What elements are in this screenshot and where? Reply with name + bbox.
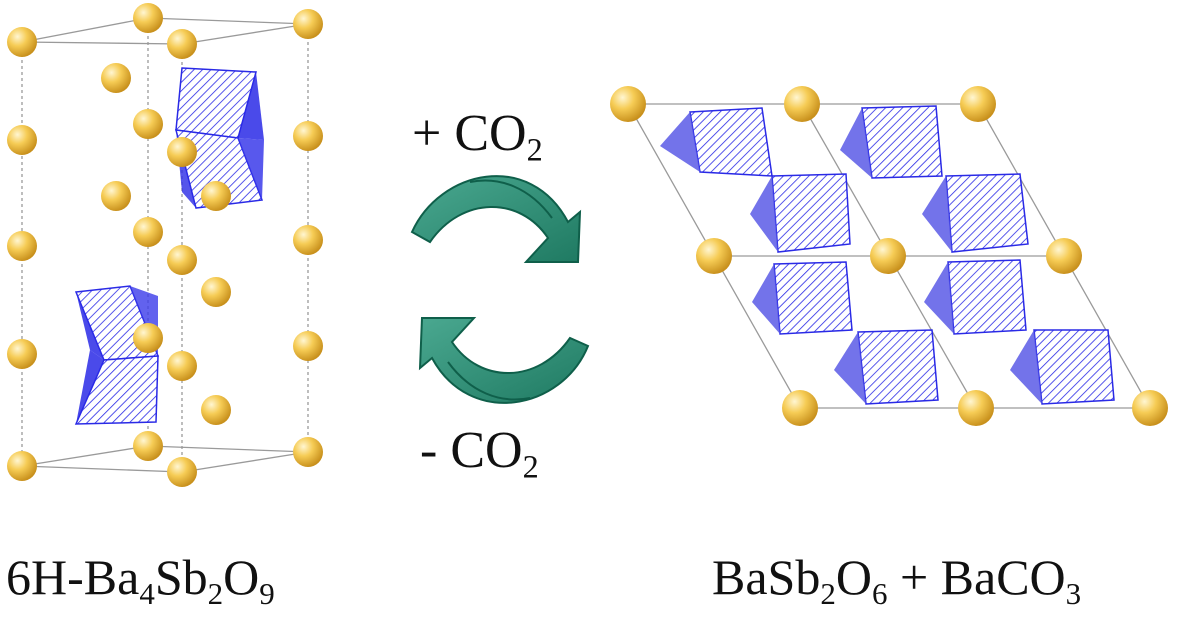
formula-subscript: 6 — [871, 575, 888, 611]
octahedron-upper — [174, 67, 264, 209]
right-crystal-structure — [610, 86, 1168, 426]
formula-subscript: 4 — [139, 575, 155, 611]
right-formula-label: BaSb2O6 + BaCO3 — [712, 549, 1081, 609]
formula-subscript: 2 — [820, 575, 836, 611]
barium-atoms-right — [610, 86, 1168, 426]
barium-atoms-left — [7, 3, 323, 487]
formula-part: O — [835, 549, 872, 605]
add-co2-subscript: 2 — [526, 131, 543, 168]
formula-subscript: 9 — [259, 575, 275, 611]
curved-arrow-counterclockwise-icon — [418, 317, 590, 404]
remove-co2-text: - CO — [420, 422, 523, 479]
left-crystal-structure — [7, 3, 323, 487]
unit-cell-frame — [21, 17, 309, 473]
octahedron-lower — [74, 285, 160, 425]
octahedra-layer — [660, 105, 1115, 405]
add-co2-label: + CO2 — [412, 105, 543, 166]
formula-part: O — [223, 549, 260, 605]
add-co2-text: + CO — [412, 105, 527, 162]
remove-co2-label: - CO2 — [420, 422, 539, 483]
remove-co2-subscript: 2 — [522, 448, 539, 485]
formula-part: BaSb — [712, 549, 821, 605]
formula-part: + BaCO — [887, 549, 1066, 605]
formula-part: Sb — [154, 549, 208, 605]
formula-subscript: 3 — [1065, 575, 1082, 611]
curved-arrow-clockwise-icon — [410, 175, 582, 263]
formula-part: 6H-Ba — [6, 549, 140, 605]
formula-subscript: 2 — [207, 575, 224, 611]
left-formula-label: 6H-Ba4Sb2O9 — [6, 549, 275, 609]
